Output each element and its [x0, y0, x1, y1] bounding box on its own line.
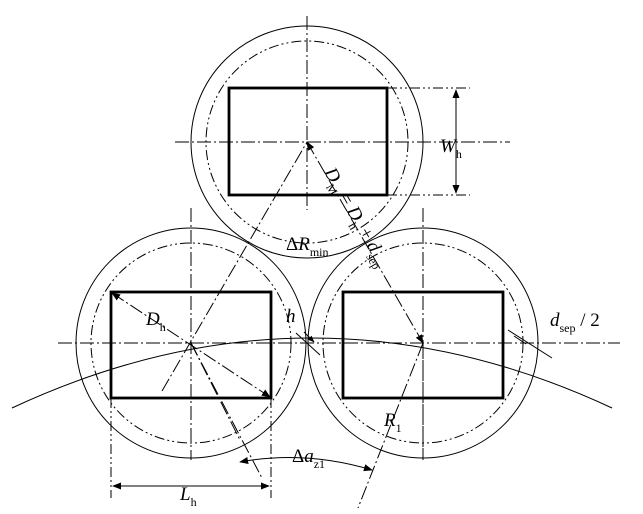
- dm-line: [306, 141, 424, 344]
- r1-radius-line: [357, 342, 424, 509]
- dsep2-label: dsep / 2: [550, 310, 600, 335]
- left-housing-circle: [58, 208, 307, 460]
- lh-label: Lh: [179, 484, 197, 509]
- h-gap-marker: [295, 331, 321, 356]
- r1-label: R1: [383, 410, 402, 435]
- dh-diagonal: [111, 292, 271, 398]
- h-label: h: [286, 306, 296, 327]
- drmin-label: ΔRmin: [286, 234, 329, 259]
- diagonal-line-1: [161, 141, 308, 392]
- daz1-arc: [239, 456, 373, 472]
- dh-label: Dh: [145, 309, 166, 334]
- dsep-marker: [507, 329, 553, 359]
- top-housing-circle: [175, 16, 510, 259]
- lh-dimension: [110, 398, 272, 498]
- wh-label: Wh: [440, 136, 462, 161]
- daz1-label: Δaz1: [292, 446, 325, 471]
- radial-line-2: [190, 342, 241, 441]
